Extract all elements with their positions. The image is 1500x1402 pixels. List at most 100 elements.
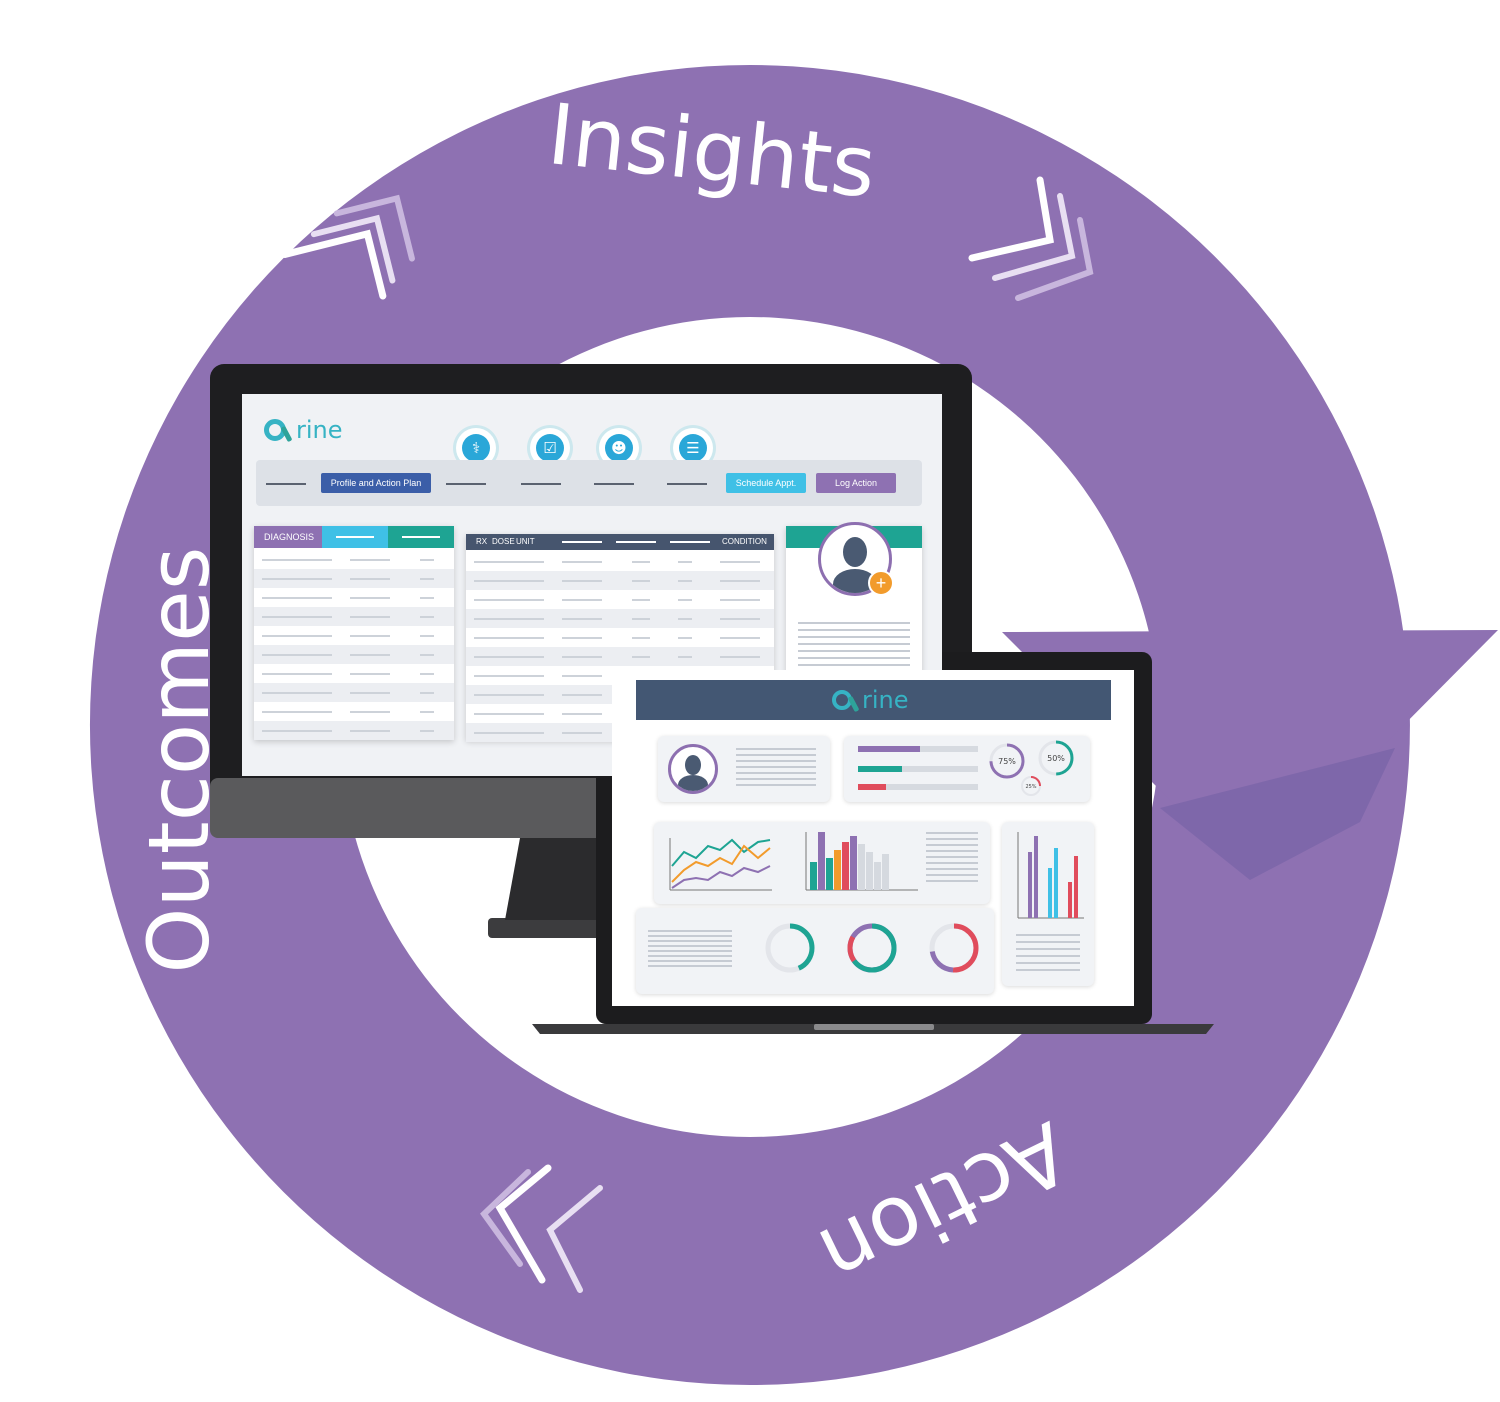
cell-placeholder	[632, 618, 650, 620]
cell-placeholder	[632, 580, 650, 582]
table-row[interactable]	[254, 569, 454, 588]
cell-placeholder	[350, 654, 390, 656]
donut-red-arc	[1021, 776, 1041, 796]
text-line-placeholder	[648, 950, 732, 952]
table-row[interactable]	[254, 702, 454, 721]
progress-fill-red	[858, 784, 886, 790]
chevron-icon	[281, 229, 387, 300]
table-row[interactable]	[254, 683, 454, 702]
table-row[interactable]	[254, 550, 454, 569]
cell-placeholder	[678, 599, 692, 601]
nav-placeholder-4	[594, 483, 634, 485]
nav-placeholder-5	[667, 483, 707, 485]
chevron-group-top-left	[281, 194, 415, 300]
cell-placeholder	[262, 711, 332, 713]
bar	[842, 842, 849, 890]
nav-placeholder-2	[446, 483, 486, 485]
tab-tertiary-placeholder	[402, 536, 440, 538]
vertical-bar-chart	[1017, 832, 1084, 919]
nav-placeholder-3	[521, 483, 561, 485]
vbar	[1034, 836, 1038, 918]
cell-placeholder	[632, 599, 650, 601]
chevron-icon	[968, 176, 1054, 262]
donut-2-arc-red	[847, 923, 897, 973]
cell-placeholder	[678, 656, 692, 658]
add-patient-icon[interactable]: +	[868, 570, 894, 596]
table-row[interactable]	[466, 590, 774, 609]
cell-placeholder	[474, 656, 544, 658]
mini-charts	[669, 832, 918, 891]
tab-tertiary[interactable]	[388, 526, 454, 548]
laptop-hinge	[814, 1024, 934, 1030]
col-condition: CONDITION	[722, 537, 767, 546]
cell-placeholder	[562, 580, 602, 582]
text-line-placeholder	[648, 965, 732, 967]
cell-placeholder	[350, 673, 390, 675]
table-row[interactable]	[254, 721, 454, 740]
table-row[interactable]	[466, 609, 774, 628]
donut-green-label: 50%	[1047, 754, 1065, 763]
table-row[interactable]	[466, 628, 774, 647]
cell-placeholder	[420, 559, 434, 561]
chevron-icon	[333, 194, 415, 262]
line-series-orange	[671, 844, 771, 883]
clipboard-icon: ☑	[536, 434, 564, 462]
text-line-placeholder	[648, 935, 732, 937]
vbar	[1074, 856, 1078, 918]
progress-fill-purple	[858, 746, 920, 752]
laptop-avatar-body	[678, 775, 708, 791]
care-team-icon: ☻	[605, 434, 633, 462]
cell-placeholder	[632, 561, 650, 563]
text-line-placeholder	[798, 657, 910, 659]
text-line-placeholder	[798, 664, 910, 666]
table-row[interactable]	[254, 664, 454, 683]
progress-fill-green	[858, 766, 902, 772]
table-row[interactable]	[254, 588, 454, 607]
progress-card: 75% 50% 25%	[844, 736, 1090, 802]
chevron-icon	[480, 1169, 531, 1267]
cell-placeholder	[350, 578, 390, 580]
donut-purple-label: 75%	[998, 757, 1016, 766]
col-placeholder-1	[562, 541, 602, 543]
table-row[interactable]	[254, 645, 454, 664]
text-line-placeholder	[648, 940, 732, 942]
laptop-arine-logo-text: rine	[862, 686, 909, 714]
table-row[interactable]	[466, 552, 774, 571]
cell-placeholder	[262, 692, 332, 694]
chevron-icon	[310, 214, 396, 284]
progress-donuts: 75% 50% 25%	[989, 740, 1074, 796]
cell-placeholder	[720, 561, 760, 563]
laptop-screen: rine	[612, 670, 1134, 1006]
text-line-placeholder	[1016, 941, 1080, 943]
cell-placeholder	[420, 597, 434, 599]
donut-red-label: 25%	[1025, 784, 1036, 790]
text-line-placeholder	[926, 838, 978, 840]
text-line-placeholder	[1016, 955, 1080, 957]
table-row[interactable]	[254, 626, 454, 645]
schedule-appt-button[interactable]: Schedule Appt.	[726, 473, 806, 493]
donut-1-arc	[765, 923, 815, 973]
cell-placeholder	[720, 618, 760, 620]
text-line-placeholder	[648, 930, 732, 932]
table-row[interactable]	[254, 607, 454, 626]
tab-diagnosis[interactable]: DIAGNOSIS	[254, 526, 322, 548]
chevron-icon	[546, 1185, 603, 1293]
text-line-placeholder	[926, 850, 978, 852]
text-line-placeholder	[798, 643, 910, 645]
cell-placeholder	[632, 637, 650, 639]
text-line-placeholder	[648, 945, 732, 947]
text-line-placeholder	[798, 622, 910, 624]
progress-bar-red	[858, 784, 978, 790]
table-row[interactable]	[466, 571, 774, 590]
cell-placeholder	[420, 730, 434, 732]
log-action-button[interactable]: Log Action	[816, 473, 896, 493]
cell-placeholder	[420, 654, 434, 656]
col-placeholder-2	[616, 541, 656, 543]
profile-action-plan-button[interactable]: Profile and Action Plan	[321, 473, 431, 493]
table-row[interactable]	[466, 647, 774, 666]
vertical-bar-card	[1002, 822, 1094, 986]
arine-logo: rine	[264, 416, 343, 444]
tab-secondary[interactable]	[322, 526, 388, 548]
cell-placeholder	[474, 580, 544, 582]
